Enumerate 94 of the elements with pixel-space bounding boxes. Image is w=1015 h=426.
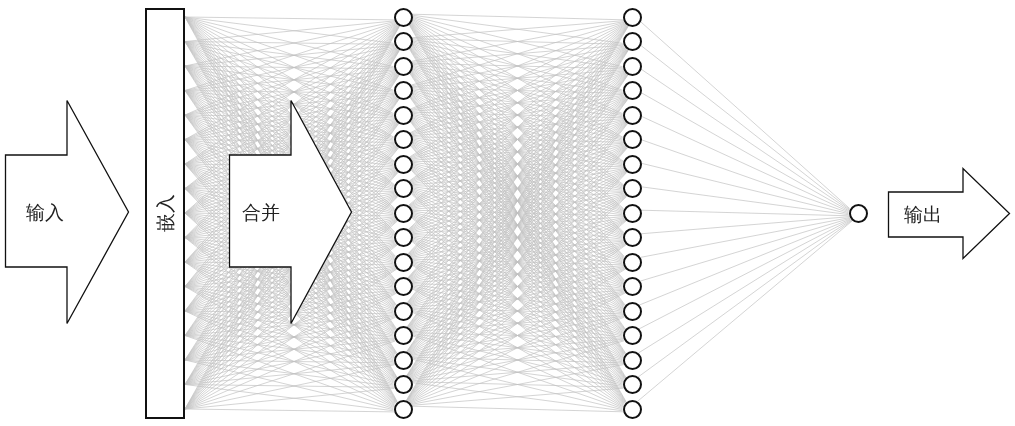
connection-line	[410, 70, 625, 111]
connection-line	[411, 240, 624, 259]
connection-line	[411, 13, 624, 21]
connection-line	[639, 217, 851, 258]
connection-line	[641, 139, 849, 214]
connection-line	[412, 162, 623, 215]
connection-line	[411, 87, 624, 94]
neuron-circle	[622, 375, 642, 394]
connection-line	[411, 338, 624, 357]
connection-line	[411, 307, 624, 315]
connection-line	[411, 38, 624, 45]
connection-line	[410, 217, 625, 258]
connection-line	[641, 115, 849, 213]
connection-line	[411, 142, 624, 161]
connection-line	[411, 405, 624, 413]
connection-line	[640, 216, 850, 235]
block-arrow	[888, 168, 1010, 259]
arrow-label: 输入	[26, 200, 64, 224]
connection-line	[411, 235, 624, 265]
neuron-circle	[622, 326, 642, 345]
connection-line	[411, 356, 624, 364]
connection-line	[411, 136, 624, 143]
block-arrow	[5, 100, 129, 324]
connection-line	[411, 387, 624, 406]
connection-line	[411, 209, 624, 217]
connection-line	[411, 333, 624, 363]
connection-line	[411, 20, 624, 39]
connection-line	[411, 160, 624, 168]
connection-line	[411, 234, 624, 241]
connection-line	[411, 216, 624, 235]
connection-line	[411, 259, 624, 289]
connection-line	[411, 185, 624, 192]
neuron-circle	[622, 277, 642, 296]
connection-line	[412, 211, 623, 264]
connection-line	[411, 258, 624, 266]
connection-line	[411, 112, 624, 142]
connection-line	[412, 309, 623, 362]
connection-line	[411, 363, 624, 382]
connection-line	[410, 119, 625, 160]
connection-line	[640, 92, 850, 212]
connection-line	[411, 314, 624, 333]
connection-line	[411, 63, 624, 93]
connection-line	[412, 113, 623, 166]
connection-line	[638, 219, 852, 354]
connection-line	[411, 382, 624, 412]
connection-line	[411, 289, 624, 308]
block-arrow	[229, 100, 352, 324]
connection-line	[411, 284, 624, 314]
connection-line	[411, 118, 624, 137]
layer-box	[145, 8, 185, 419]
connection-line	[412, 358, 623, 411]
connection-line	[410, 21, 625, 62]
neuron-circle	[622, 81, 642, 100]
neuron-circle	[622, 130, 642, 149]
connection-line	[411, 44, 624, 63]
connection-line	[410, 168, 625, 209]
connection-line	[411, 69, 624, 88]
connection-line	[412, 260, 623, 313]
connection-line	[411, 167, 624, 186]
arrow-label: 合并	[242, 200, 280, 224]
arrow-label: 输出	[904, 202, 942, 225]
neuron-circle	[622, 228, 642, 247]
connection-line	[411, 161, 624, 191]
connection-line	[411, 283, 624, 290]
connection-line	[411, 14, 624, 44]
connection-line	[411, 210, 624, 240]
connection-line	[410, 315, 625, 356]
connection-line	[411, 357, 624, 387]
connection-line	[411, 332, 624, 339]
connection-line	[640, 186, 850, 216]
connection-line	[411, 62, 624, 70]
connection-line	[411, 186, 624, 216]
connection-line	[411, 265, 624, 284]
layer-label: 嵌入	[153, 194, 177, 233]
connection-line	[411, 191, 624, 210]
connection-line	[411, 93, 624, 112]
connection-line	[412, 64, 623, 117]
connection-line	[641, 162, 849, 215]
connection-line	[184, 16, 401, 413]
connection-line	[410, 266, 625, 307]
connection-line	[411, 137, 624, 167]
neuron-circle	[622, 179, 642, 198]
neuron-circle	[622, 7, 642, 27]
connection-line	[411, 111, 624, 119]
connection-line	[411, 308, 624, 338]
connection-line	[411, 39, 624, 69]
connection-line	[640, 209, 850, 217]
connection-line	[639, 217, 851, 282]
connection-line	[638, 219, 852, 330]
connection-line	[411, 88, 624, 118]
connection-line	[411, 381, 624, 388]
connection-line	[412, 15, 623, 68]
connection-line	[410, 364, 625, 405]
connection-line	[639, 218, 851, 306]
